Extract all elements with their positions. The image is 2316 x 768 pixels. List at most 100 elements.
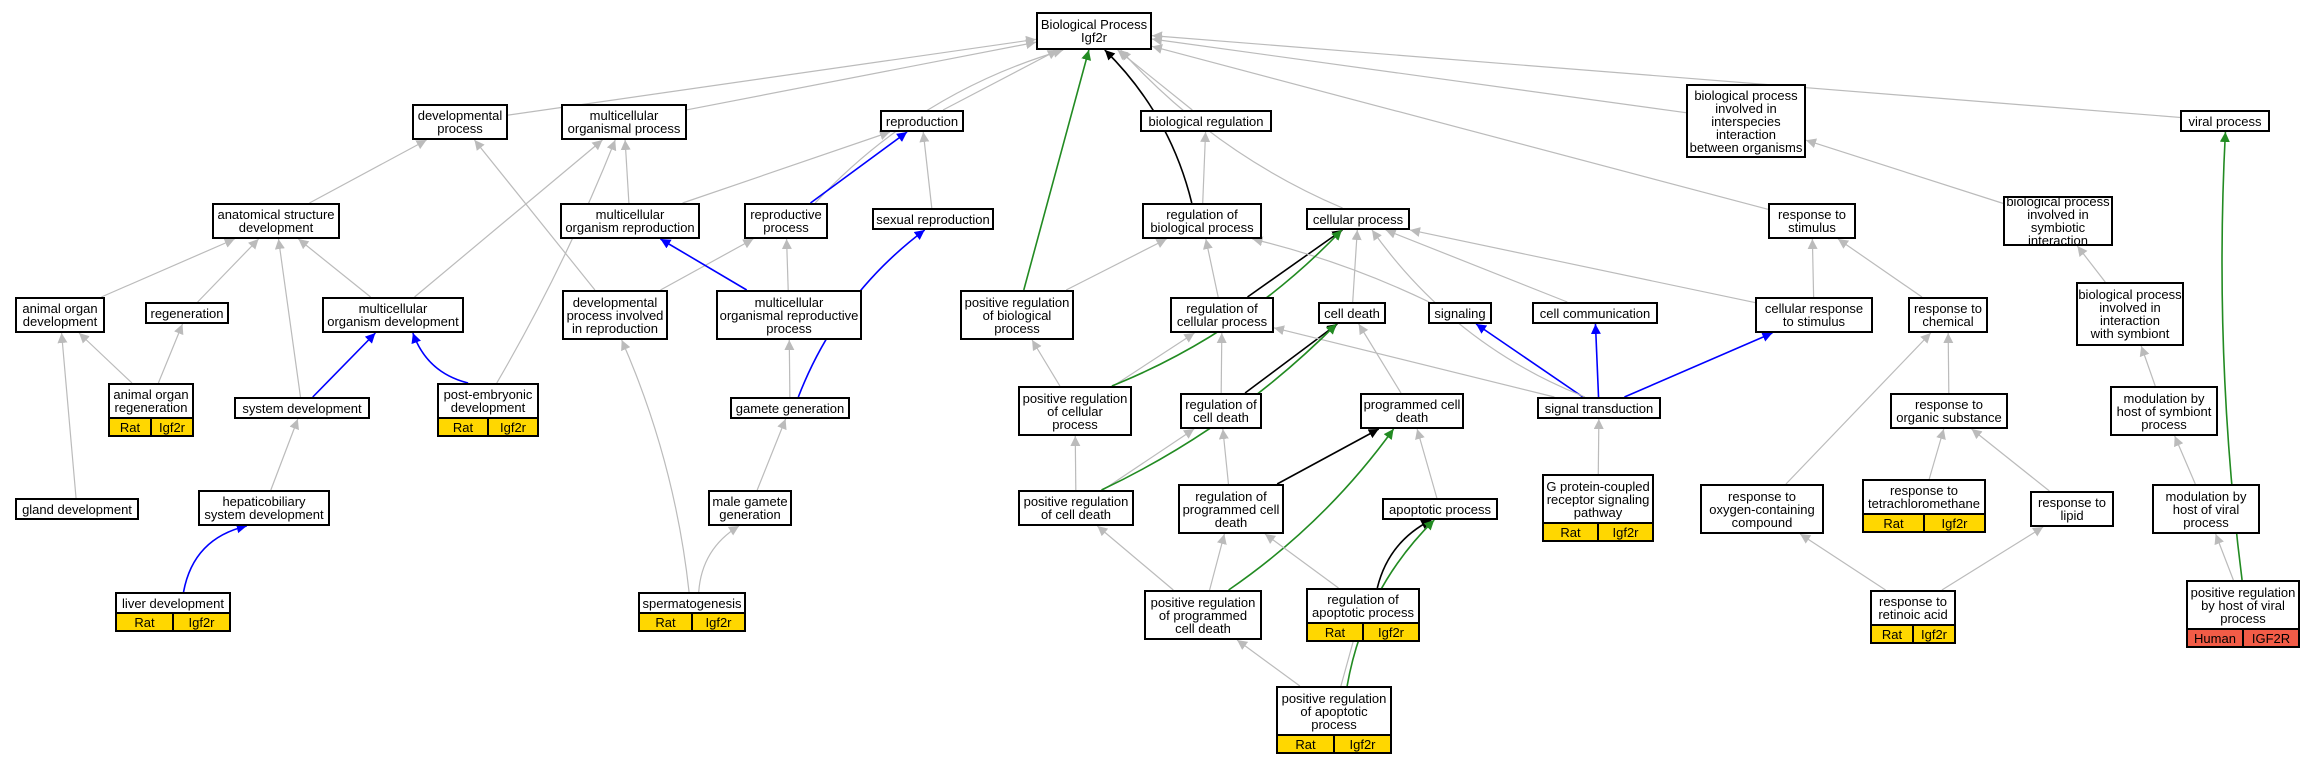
- go-term-cellular-response-to-stimulus[interactable]: cellular response to stimulus: [1755, 297, 1873, 333]
- go-term-developmental-process[interactable]: developmental process: [412, 104, 508, 140]
- go-term-cellular-process[interactable]: cellular process: [1306, 208, 1410, 230]
- go-term-sexual-reproduction[interactable]: sexual reproduction: [872, 208, 994, 230]
- go-term-liver-development[interactable]: liver development: [115, 592, 231, 614]
- go-term-gland-development[interactable]: gland development: [15, 498, 139, 520]
- go-term-multicellular-organism-development[interactable]: multicellular organism development: [322, 297, 464, 333]
- go-term-multicellular-organismal-process[interactable]: multicellular organismal process: [561, 104, 687, 140]
- go-term-gamete-generation[interactable]: gamete generation: [730, 397, 850, 419]
- edge-regulation-of-cell-death-to-cell-death: [1244, 323, 1338, 394]
- annotation-species: Rat: [638, 612, 693, 632]
- edge-gpcr-signaling-to-signal-transduction: [1593, 418, 1604, 475]
- annotation-species: Rat: [437, 417, 489, 437]
- annotation-gene: Igf2r: [1335, 734, 1392, 754]
- go-term-hepaticobiliary-system-development[interactable]: hepaticobiliary system development: [198, 490, 330, 526]
- go-term-bp-interspecies[interactable]: biological process involved in interspec…: [1686, 84, 1806, 158]
- go-term-viral-process[interactable]: viral process: [2180, 110, 2270, 132]
- go-term-reproductive-process[interactable]: reproductive process: [744, 203, 828, 239]
- edge-cellular-process-to-bp: [1120, 49, 1343, 209]
- edge-positive-regulation-of-apoptotic-process-to-positive-regulation-of-programmed-cell-death: [1236, 639, 1301, 687]
- go-term-post-embryonic-development[interactable]: post-embryonic development: [437, 383, 539, 419]
- go-term-positive-regulation-of-cellular-process[interactable]: positive regulation of cellular process: [1018, 386, 1132, 436]
- edge-viral-process-to-bp: [1151, 31, 2181, 119]
- go-term-positive-regulation-of-apoptotic-process[interactable]: positive regulation of apoptotic process: [1276, 686, 1392, 736]
- edge-response-to-organic-substance-to-response-to-chemical: [1943, 332, 1954, 394]
- go-term-spermatogenesis[interactable]: spermatogenesis: [638, 592, 746, 614]
- go-term-modulation-by-host-viral[interactable]: modulation by host of viral process: [2152, 484, 2260, 534]
- go-term-signaling[interactable]: signaling: [1428, 302, 1492, 324]
- edge-system-development-to-anatomical-structure-development: [274, 238, 302, 398]
- edge-positive-regulation-of-cellular-process-to-positive-regulation-of-biological-process: [1031, 339, 1061, 387]
- go-term-bp-symbiotic[interactable]: biological process involved in symbiotic…: [2003, 195, 2113, 247]
- edge-positive-regulation-of-biological-process-to-bp: [1023, 49, 1092, 291]
- edge-regulation-of-cellular-process-to-cellular-process: [1247, 229, 1343, 298]
- go-term-response-to-organic-substance[interactable]: response to organic substance: [1890, 393, 2008, 429]
- edge-sexual-reproduction-to-reproduction: [919, 131, 933, 209]
- go-term-multicellular-organism-reproduction[interactable]: multicellular organism reproduction: [560, 203, 700, 239]
- edge-positive-regulation-by-host-viral-to-modulation-by-host-viral: [2214, 533, 2234, 581]
- edge-multicellular-organismal-reproductive-process-to-multicellular-organism-reproduction: [660, 238, 748, 291]
- go-term-regulation-of-apoptotic-process[interactable]: regulation of apoptotic process: [1306, 588, 1420, 624]
- go-term-gpcr-signaling[interactable]: G protein-coupled receptor signaling pat…: [1542, 474, 1654, 524]
- edge-cell-communication-to-cellular-process: [1385, 229, 1568, 303]
- go-term-reproduction[interactable]: reproduction: [880, 110, 964, 132]
- go-term-male-gamete-generation[interactable]: male gamete generation: [708, 490, 792, 526]
- edge-reproductive-process-to-reproduction: [810, 131, 908, 204]
- go-term-response-to-chemical[interactable]: response to chemical: [1908, 297, 1988, 333]
- go-term-anatomical-structure-development[interactable]: anatomical structure development: [212, 203, 340, 239]
- go-term-animal-organ-development[interactable]: animal organ development: [15, 297, 105, 333]
- annotation-species: Rat: [1542, 522, 1599, 542]
- go-term-regulation-of-programmed-cell-death[interactable]: regulation of programmed cell death: [1178, 484, 1284, 534]
- go-term-regulation-of-cellular-process[interactable]: regulation of cellular process: [1170, 297, 1274, 333]
- edge-modulation-by-host-symbiont-to-bp-with-symbiont: [2139, 345, 2156, 387]
- edge-positive-regulation-of-biological-process-to-regulation-of-biological-process: [1065, 238, 1167, 291]
- go-term-multicellular-organismal-reproductive-process[interactable]: multicellular organismal reproductive pr…: [716, 290, 862, 340]
- go-term-positive-regulation-of-biological-process[interactable]: positive regulation of biological proces…: [960, 290, 1074, 340]
- annotation-species: Rat: [1862, 513, 1925, 533]
- go-term-positive-regulation-of-programmed-cell-death[interactable]: positive regulation of programmed cell d…: [1144, 590, 1262, 640]
- go-term-cell-death[interactable]: cell death: [1318, 302, 1386, 324]
- edge-multicellular-organism-development-to-anatomical-structure-development: [298, 238, 371, 298]
- go-term-regulation-of-cell-death[interactable]: regulation of cell death: [1180, 393, 1262, 429]
- go-term-bp-with-symbiont[interactable]: biological process involved in interacti…: [2076, 282, 2184, 346]
- edge-positive-regulation-of-programmed-cell-death-to-regulation-of-programmed-cell-death: [1209, 533, 1227, 591]
- go-term-signal-transduction[interactable]: signal transduction: [1537, 397, 1661, 419]
- go-term-response-to-tetrachloromethane[interactable]: response to tetrachloromethane: [1862, 479, 1986, 515]
- go-term-cell-communication[interactable]: cell communication: [1532, 302, 1658, 324]
- annotation-gene: IGF2R: [2244, 628, 2300, 648]
- edge-signal-transduction-to-cell-communication: [1590, 323, 1601, 398]
- edge-regulation-of-cell-death-to-regulation-of-cellular-process: [1216, 332, 1227, 394]
- go-term-apoptotic-process[interactable]: apoptotic process: [1382, 498, 1498, 520]
- go-term-response-to-stimulus[interactable]: response to stimulus: [1768, 203, 1856, 239]
- edge-multicellular-organism-development-to-multicellular-organismal-process: [414, 139, 603, 298]
- go-term-positive-regulation-by-host-viral[interactable]: positive regulation by host of viral pro…: [2186, 580, 2300, 630]
- annotation-species: Rat: [108, 417, 152, 437]
- edge-response-to-retinoic-acid-to-response-to-oxygen-compound: [1799, 533, 1886, 591]
- go-term-biological-regulation[interactable]: biological regulation: [1140, 110, 1272, 132]
- annotation-species: Rat: [1870, 624, 1914, 644]
- go-term-positive-regulation-of-cell-death[interactable]: positive regulation of cell death: [1018, 490, 1134, 526]
- edge-signal-transduction-to-cellular-response-to-stimulus: [1624, 332, 1773, 398]
- annotation-species: Rat: [1276, 734, 1335, 754]
- edge-bp-with-symbiont-to-bp-symbiotic: [2076, 245, 2106, 283]
- go-term-response-to-retinoic-acid[interactable]: response to retinoic acid: [1870, 590, 1956, 626]
- go-term-regeneration[interactable]: regeneration: [145, 302, 229, 324]
- go-term-programmed-cell-death[interactable]: programmed cell death: [1360, 393, 1464, 429]
- go-term-modulation-by-host-symbiont[interactable]: modulation by host of symbiont process: [2110, 386, 2218, 436]
- go-term-animal-organ-regeneration[interactable]: animal organ regeneration: [108, 383, 194, 419]
- go-term-regulation-of-biological-process[interactable]: regulation of biological process: [1142, 203, 1262, 239]
- edge-modulation-by-host-viral-to-modulation-by-host-symbiont: [2174, 435, 2196, 485]
- edge-signal-transduction-to-cellular-process: [1371, 229, 1586, 398]
- go-term-response-to-oxygen-compound[interactable]: response to oxygen-containing compound: [1700, 484, 1824, 534]
- edge-response-to-stimulus-to-bp: [1151, 44, 1769, 210]
- go-term-system-development[interactable]: system development: [234, 397, 370, 419]
- edge-multicellular-organism-reproduction-to-multicellular-organismal-process: [620, 139, 631, 204]
- annotation-gene: Igf2r: [152, 417, 194, 437]
- edge-cell-death-to-cellular-process: [1351, 229, 1362, 303]
- go-term-developmental-process-reproduction[interactable]: developmental process involved in reprod…: [562, 290, 668, 340]
- go-term-response-to-lipid[interactable]: response to lipid: [2030, 491, 2114, 527]
- go-term-bp[interactable]: Biological Process Igf2r: [1036, 12, 1152, 50]
